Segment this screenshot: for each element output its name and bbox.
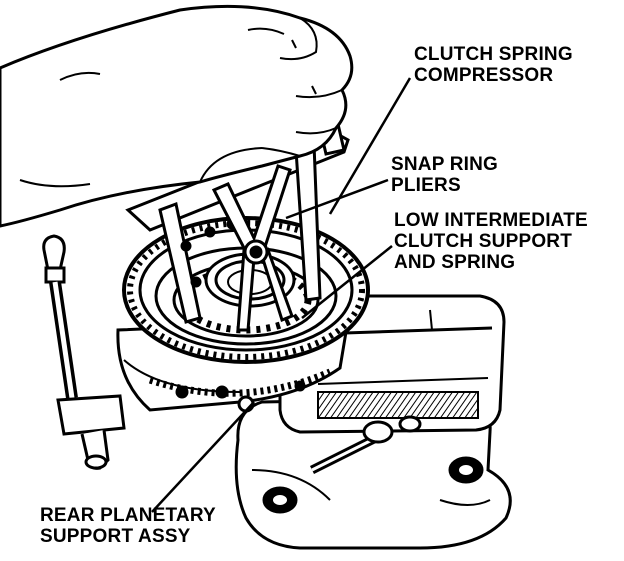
label-line: CLUTCH SUPPORT [394, 231, 573, 252]
vise-base [234, 396, 512, 550]
leader-low-intermediate [301, 245, 393, 319]
vise-handle-left [42, 234, 126, 470]
technician-hand [0, 4, 354, 228]
snap-ring-pliers [211, 164, 294, 332]
leader-lines [151, 77, 412, 513]
label-line: SUPPORT ASSY [40, 526, 191, 547]
label-line: COMPRESSOR [414, 65, 554, 86]
label-line: REAR PLANETARY [40, 505, 216, 526]
leader-pliers [285, 178, 389, 220]
label-rear-planetary-support-assy: REAR PLANETARY SUPPORT ASSY [40, 505, 216, 547]
label-line: CLUTCH SPRING [414, 44, 573, 65]
label-line: LOW INTERMEDIATE [394, 210, 588, 231]
label-line: AND SPRING [394, 252, 516, 273]
label-clutch-spring-compressor: CLUTCH SPRING COMPRESSOR [414, 44, 573, 86]
label-line: PLIERS [391, 175, 461, 196]
leader-compressor [328, 77, 412, 215]
label-line: SNAP RING [391, 154, 499, 175]
vise-handle-right [309, 415, 422, 475]
label-snap-ring-pliers: SNAP RING PLIERS [391, 154, 498, 196]
label-low-intermediate-clutch-support: LOW INTERMEDIATE CLUTCH SUPPORT AND SPRI… [394, 210, 588, 273]
leader-rear-planetary [151, 401, 255, 513]
